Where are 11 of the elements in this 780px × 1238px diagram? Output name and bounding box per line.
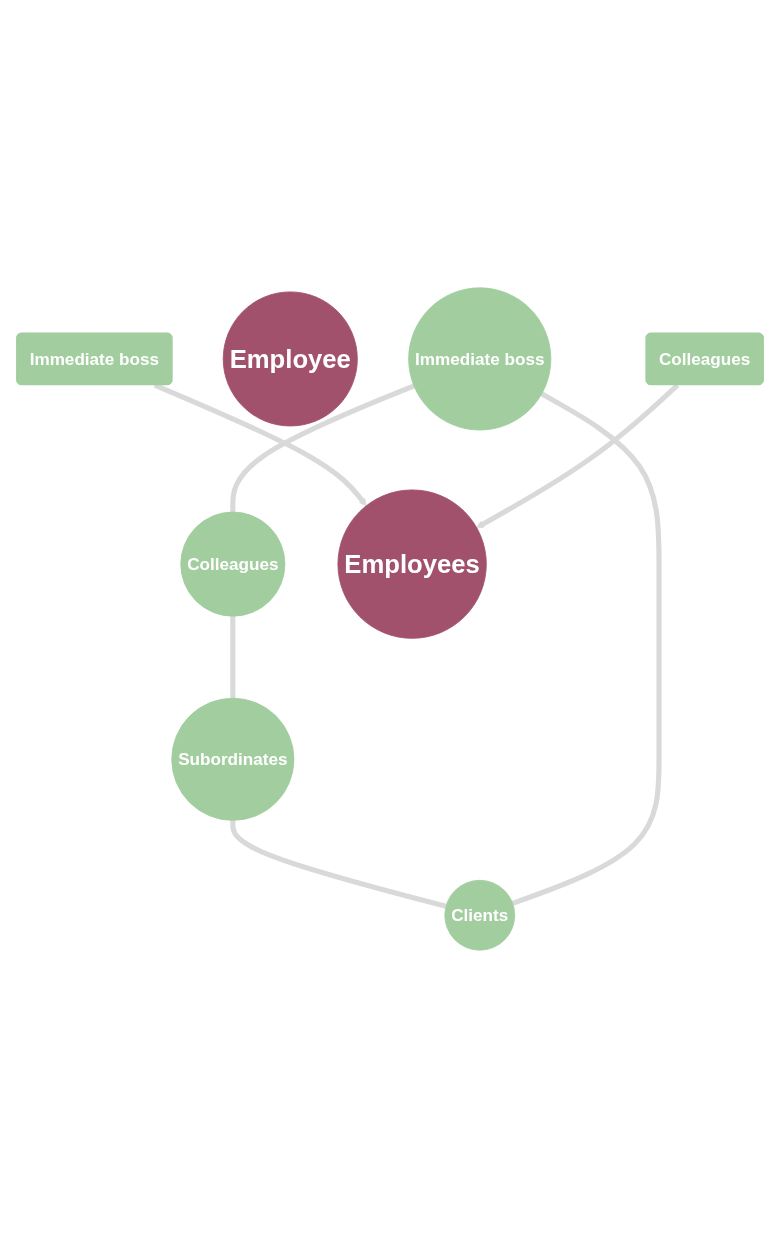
node-circle: Colleagues (180, 511, 286, 617)
node-circle: Employee (222, 291, 358, 427)
node-circle: Employees (337, 489, 487, 639)
node-circle: Clients (444, 879, 516, 951)
connector (230, 820, 447, 909)
connector (511, 391, 662, 906)
node-circle: Subordinates (171, 697, 295, 821)
node-circle: Immediate boss (408, 287, 552, 431)
connector (230, 616, 236, 699)
connector (230, 383, 415, 513)
arrow (476, 383, 680, 529)
